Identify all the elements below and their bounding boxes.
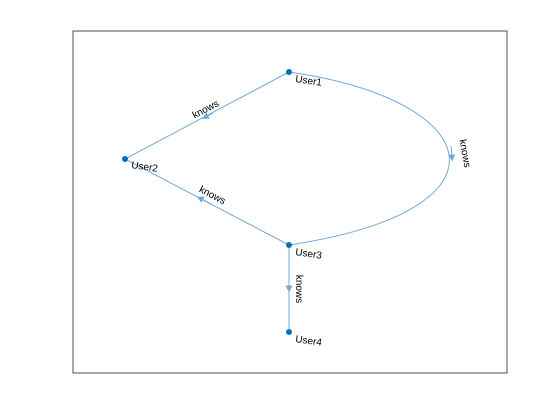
edge-label: knows: [457, 139, 473, 169]
node-marker: [286, 242, 292, 248]
node-marker: [286, 69, 292, 75]
edge-user1-user3[interactable]: knows: [288, 71, 473, 246]
node-user4[interactable]: User4: [286, 329, 323, 349]
node-label: User2: [131, 160, 159, 175]
edge-arrowhead: [201, 112, 214, 119]
edge-arrowhead: [448, 145, 456, 162]
plot-axes-box: [72, 30, 508, 374]
node-marker: [122, 156, 128, 162]
node-user1[interactable]: User1: [286, 69, 323, 89]
node-marker: [286, 329, 292, 335]
edge-user3-user4[interactable]: knows: [285, 245, 304, 332]
node-user3[interactable]: User3: [286, 242, 323, 262]
edge-label: knows: [293, 275, 304, 303]
node-label: User3: [295, 247, 323, 262]
node-label: User1: [295, 74, 323, 89]
node-label: User4: [295, 334, 323, 349]
node-user2[interactable]: User2: [122, 156, 159, 175]
edge-arrowhead: [196, 196, 213, 205]
nodes-layer: User1 User2 User3 User4: [122, 69, 323, 349]
